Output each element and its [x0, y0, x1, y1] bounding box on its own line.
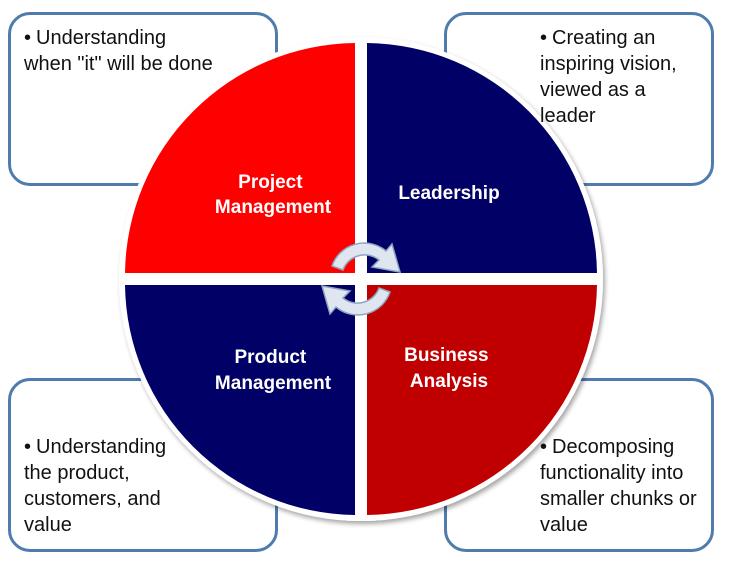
quadrant-label-business-analysis: Business Analysis [404, 345, 494, 392]
quadrant-label-line: Leadership [398, 183, 499, 204]
quadrant-label-line: Management [215, 373, 332, 394]
quadrant-label-product-management: Product Management [215, 347, 332, 394]
description-bottom-right: •Decomposing functionality into smaller … [540, 434, 708, 538]
quadrant-label-leadership: Leadership [398, 183, 499, 204]
circular-arrows-icon [320, 242, 402, 316]
description-bottom-left: •Understanding the product, customers, a… [24, 434, 199, 538]
bullet-icon: • [540, 27, 548, 49]
bullet-icon: • [24, 436, 32, 458]
quadrant-label-line: Product [234, 347, 306, 368]
description-text: Decomposing functionality into smaller c… [540, 436, 697, 536]
quadrant-label-line: Business [404, 345, 488, 366]
quadrant-label-line: Management [215, 197, 332, 218]
quadrant-label-line: Project [238, 172, 303, 193]
quadrant-leadership [367, 43, 597, 273]
quadrant-label-line: Analysis [410, 371, 488, 392]
quadrant-project-management [125, 43, 355, 273]
quadrant-business-analysis [367, 285, 597, 515]
quadrant-product-management [125, 285, 355, 515]
bullet-icon: • [24, 27, 32, 49]
bullet-icon: • [540, 436, 548, 458]
description-text: Understanding the product, customers, an… [24, 436, 167, 536]
description-text: Understanding when "it" will be done [24, 27, 213, 75]
quadrant-label-project-management: Project Management [215, 172, 332, 218]
description-top-right: •Creating an inspiring vision, viewed as… [540, 25, 700, 129]
description-top-left: •Understanding when "it" will be done [24, 25, 214, 77]
description-text: Creating an inspiring vision, viewed as … [540, 27, 677, 127]
